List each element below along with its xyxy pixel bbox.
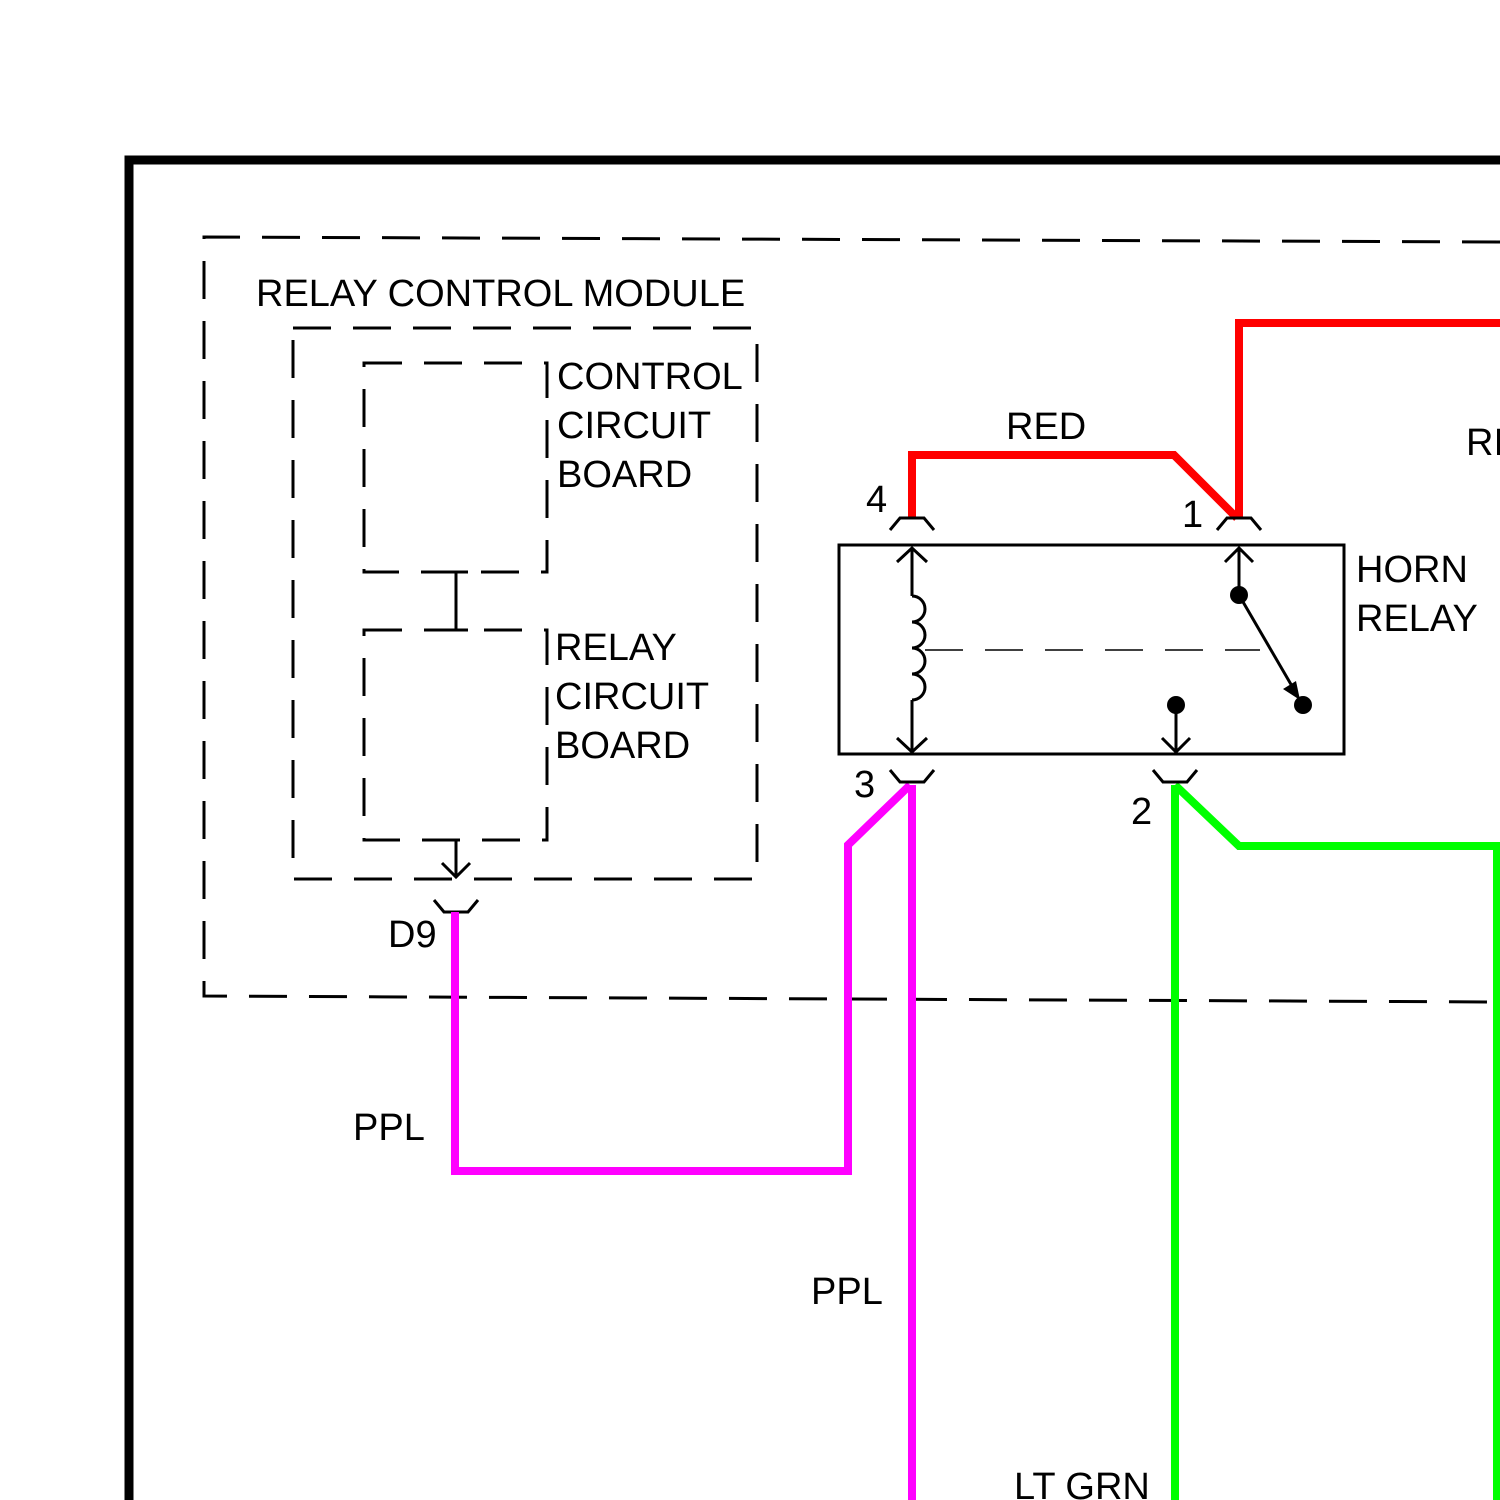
relay-board-label-2: CIRCUIT <box>555 676 709 718</box>
pin-d9-label: D9 <box>388 914 437 956</box>
control-board-label-3: BOARD <box>557 454 692 496</box>
d9-connector <box>434 900 478 912</box>
wire-ppl-right-label: PPL <box>811 1271 883 1313</box>
relay-board-label-1: RELAY <box>555 627 677 669</box>
pin3-connector <box>890 770 934 782</box>
lt-grn-wire-pin2 <box>1175 785 1497 1500</box>
coil-line-top <box>897 548 927 596</box>
horn-relay-label-2: RELAY <box>1356 598 1478 640</box>
pin4-connector <box>890 518 934 530</box>
red-wire-pin1-feed <box>1239 323 1500 518</box>
pin-1-label: 1 <box>1182 494 1203 536</box>
wire-ppl-left-label: PPL <box>353 1107 425 1149</box>
wire-red-label: RED <box>1006 406 1086 448</box>
ppl-wire-d9 <box>455 785 910 1171</box>
pin2-lead <box>1162 705 1190 752</box>
switch-contact-no <box>1294 696 1312 714</box>
switch-arm-arrowhead <box>1283 681 1300 700</box>
switch-arm-icon <box>1239 595 1296 693</box>
coil-icon <box>912 596 925 700</box>
pin1-connector <box>1217 518 1261 530</box>
pin-2-label: 2 <box>1131 791 1152 833</box>
relay-board-label-3: BOARD <box>555 725 690 767</box>
module-title: RELAY CONTROL MODULE <box>256 273 745 315</box>
control-board-label-1: CONTROL <box>557 356 743 398</box>
pin-3-label: 3 <box>854 764 875 806</box>
control-board-label-2: CIRCUIT <box>557 405 711 447</box>
d9-arrow <box>442 840 470 877</box>
control-circuit-board-box <box>364 363 547 572</box>
coil-line-bottom <box>897 700 927 752</box>
board-link <box>444 572 468 630</box>
pin2-connector <box>1153 770 1197 782</box>
pin-4-label: 4 <box>866 479 887 521</box>
wire-red-right-label: RI <box>1466 422 1500 464</box>
relay-circuit-board-box <box>364 630 547 840</box>
horn-relay-label-1: HORN <box>1356 549 1468 591</box>
wire-lt-grn-label: LT GRN <box>1014 1466 1150 1500</box>
